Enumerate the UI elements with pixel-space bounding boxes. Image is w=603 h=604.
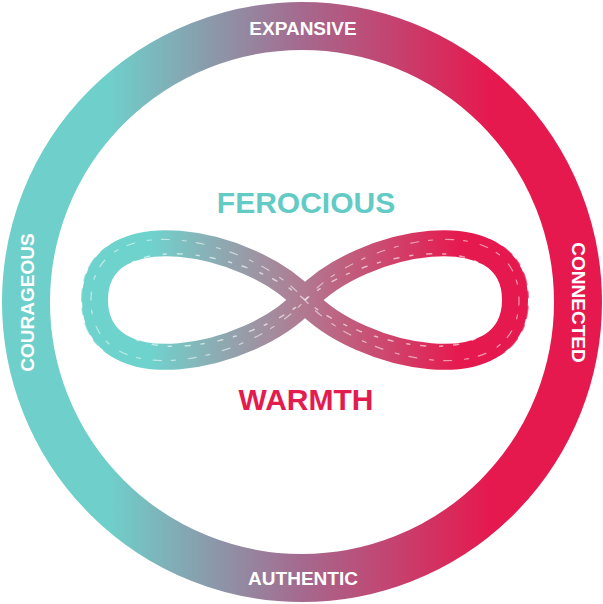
- outer-ring: [26, 26, 578, 578]
- center-word: FEROCIOUS: [217, 188, 395, 218]
- infinity-brush: [82, 233, 528, 366]
- ring-label: COURAGEOUS: [18, 233, 37, 371]
- center-word: WARMTH: [239, 385, 374, 415]
- ring-label: EXPANSIVE: [249, 19, 356, 38]
- ring-label: AUTHENTIC: [248, 569, 358, 588]
- ring-label: CONNECTED: [569, 242, 588, 362]
